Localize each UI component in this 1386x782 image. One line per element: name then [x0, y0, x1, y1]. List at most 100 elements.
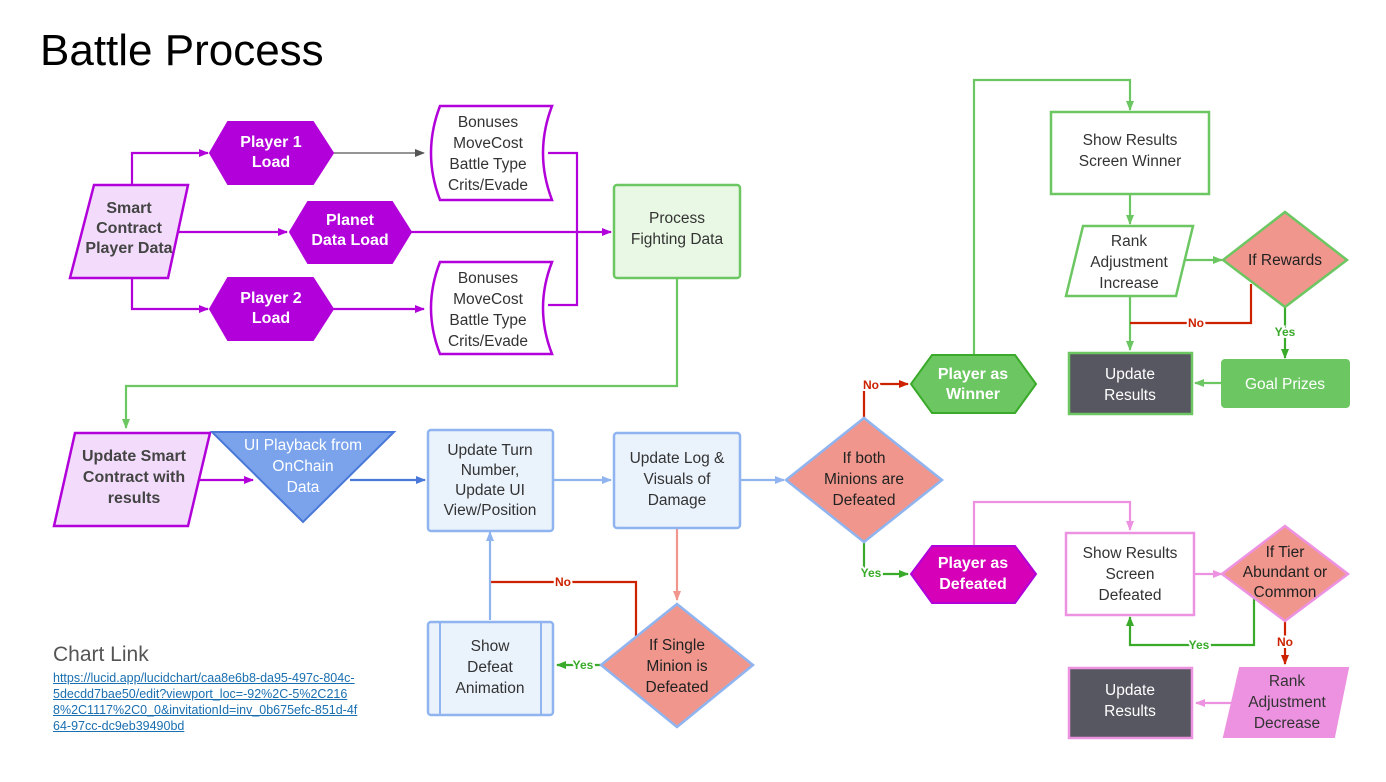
label-no-both: No [863, 378, 879, 392]
node-label-line: Rank [1111, 233, 1147, 250]
node-label-line: Load [252, 154, 290, 171]
node-label-line: MoveCost [453, 291, 523, 308]
node-label-line: Common [1254, 584, 1317, 601]
connectors [122, 78, 1289, 707]
node-label-line: Update Log & [630, 450, 725, 467]
node-label-line: Player 2 [240, 290, 301, 307]
node-label-line: Contract [96, 220, 162, 237]
node-label-line: Number, [461, 462, 520, 479]
node-label-line: Data Load [311, 232, 388, 249]
chart-link-url[interactable]: https://lucid.app/lucidchart/caa8e6b8-da… [53, 671, 358, 733]
node-label-line: Bonuses [458, 270, 519, 287]
node-label-line: Bonuses [458, 114, 519, 131]
node-player-winner[interactable]: Player as Winner [909, 354, 1038, 414]
node-label-line: Player as [938, 366, 1008, 383]
node-label-line: Data [287, 479, 320, 496]
node-label-line: Update Turn [447, 442, 532, 459]
node-label-line: Process [649, 210, 705, 227]
label-no-tier: No [1277, 635, 1293, 649]
node-label-line: Screen Winner [1079, 153, 1182, 170]
label-yes-tier: Yes [1189, 638, 1210, 652]
node-label-line: Winner [946, 386, 1000, 403]
node-label-line: Minion is [646, 658, 707, 675]
edge-winner-to-results [972, 78, 1134, 355]
edge-defeated-to-results [972, 500, 1134, 546]
node-label-line: Load [252, 310, 290, 327]
node-label-line: Planet [326, 212, 375, 229]
node-label-line: Player Data [85, 240, 172, 257]
node-label-line: Minions are [824, 471, 904, 488]
edge-ifboth-yes [862, 542, 909, 578]
node-label-line: Results [1104, 703, 1156, 720]
node-label-line: Contract with [83, 469, 185, 486]
node-label-line: Increase [1099, 275, 1158, 292]
node-label-line: If both [842, 450, 885, 467]
node-label-line: Abundant or [1243, 564, 1327, 581]
label-yes-single: Yes [573, 658, 594, 672]
node-label-line: Adjustment [1090, 254, 1168, 271]
node-label-line: Update [1105, 682, 1155, 699]
node-player-winner-text: Player as Winner [938, 366, 1008, 403]
node-label-line: Screen [1105, 566, 1154, 583]
node-player2-load[interactable]: Player 2 Load [208, 277, 335, 341]
node-label-line: Goal Prizes [1245, 376, 1325, 393]
node-label-line: Crits/Evade [448, 177, 528, 194]
node-goal-prizes[interactable]: Goal Prizes [1221, 359, 1350, 408]
node-label-line: View/Position [444, 502, 537, 519]
node-if-rewards[interactable]: If Rewards [1220, 210, 1350, 309]
node-label-line: Update [1105, 366, 1155, 383]
node-label-line: Defeated [833, 492, 896, 509]
edge-smart-to-player1 [130, 149, 209, 185]
edge-rewards-no [1130, 284, 1253, 325]
label-no-single: No [555, 575, 571, 589]
node-player2-load-text: Player 2 Load [240, 290, 301, 327]
node-label-line: MoveCost [453, 135, 523, 152]
node-label-line: Rank [1269, 673, 1305, 690]
node-label-line: Defeated [939, 576, 1007, 593]
node-label-line: Show Results [1083, 545, 1178, 562]
label-yes-rewards: Yes [1275, 325, 1296, 339]
node-label-line: If Rewards [1248, 252, 1322, 269]
node-player1-load[interactable]: Player 1 Load [208, 121, 335, 185]
node-label-line: Decrease [1254, 715, 1320, 732]
node-label-line: Player 1 [240, 134, 301, 151]
node-label-line: Fighting Data [631, 231, 724, 248]
